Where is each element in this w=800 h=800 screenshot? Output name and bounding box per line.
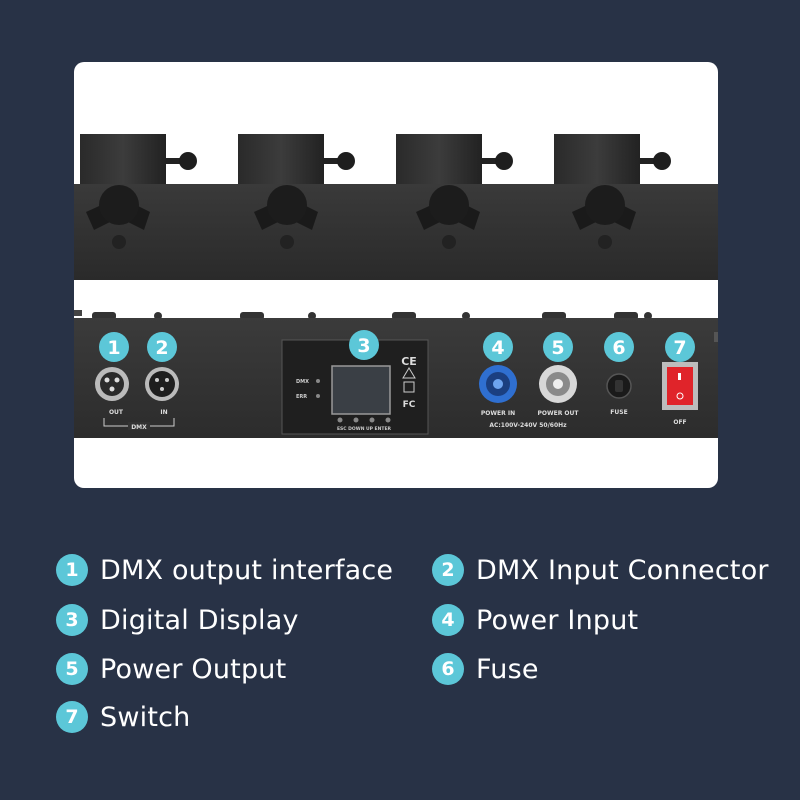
- tube-4: [554, 134, 671, 188]
- warning-icon: [402, 367, 416, 379]
- dmx-group-label: DMX: [131, 424, 147, 431]
- legend-badge-4: 4: [432, 604, 464, 636]
- err-led-label: ERR: [296, 394, 307, 400]
- dmx-led-label: DMX: [296, 379, 309, 385]
- fc-mark: FC: [403, 400, 416, 410]
- tube-2: [238, 134, 355, 188]
- off-label: OFF: [673, 419, 686, 426]
- badge-1-num: 1: [107, 337, 120, 359]
- legend-item-2: 2 DMX Input Connector: [432, 550, 769, 590]
- legend-badge-2: 2: [432, 554, 464, 586]
- tube-3: [396, 134, 513, 188]
- upper-unit: [74, 134, 718, 280]
- legend-badge-5: 5: [56, 653, 88, 685]
- powercon-out-icon: [539, 365, 577, 403]
- badge-3-num: 3: [357, 335, 370, 357]
- badge-2-num: 2: [155, 337, 168, 359]
- badge-6: [604, 332, 634, 362]
- power-out-label: POWER OUT: [538, 410, 580, 417]
- product-photo: 1 2 OUT IN DMX: [74, 62, 718, 488]
- legend-label-7: Switch: [100, 701, 191, 733]
- legend-label-3: Digital Display: [100, 604, 299, 636]
- legend-badge-6: 6: [432, 653, 464, 685]
- display-module: 3 DMX ERR ESC DOWN UP ENTER CE FC: [281, 330, 429, 435]
- out-label: OUT: [109, 409, 124, 416]
- legend-badge-7: 7: [56, 701, 88, 733]
- knob-2: [254, 185, 318, 249]
- badge-2: [147, 332, 177, 362]
- legend-label-5: Power Output: [100, 653, 287, 685]
- badge-1: [99, 332, 129, 362]
- badge-7: [665, 332, 695, 362]
- badge-4-num: 4: [491, 337, 504, 359]
- legend-item-3: 3 Digital Display: [56, 600, 299, 640]
- in-label: IN: [160, 409, 167, 416]
- lcd-screen: [331, 365, 391, 415]
- weee-icon: [403, 381, 415, 393]
- legend-label-1: DMX output interface: [100, 554, 394, 586]
- knob-3: [416, 185, 480, 249]
- legend-label-2: DMX Input Connector: [476, 554, 769, 586]
- legend-label-6: Fuse: [476, 653, 539, 685]
- powercon-icon: [479, 365, 517, 403]
- legend-item-5: 5 Power Output: [56, 649, 286, 689]
- legend-item-7: 7 Switch: [56, 697, 190, 737]
- legend-item-6: 6 Fuse: [432, 649, 539, 689]
- machine-illustration: 1 2 OUT IN DMX: [74, 134, 718, 438]
- legend-badge-1: 1: [56, 554, 88, 586]
- xlr-male-icon: [145, 367, 179, 401]
- badge-5: [543, 332, 573, 362]
- badge-7-num: 7: [673, 337, 686, 359]
- badge-5-num: 5: [551, 337, 564, 359]
- knob-4: [572, 185, 636, 249]
- ac-rating-label: AC:100V-240V 50/60Hz: [489, 422, 567, 429]
- legend-badge-3: 3: [56, 604, 88, 636]
- legend-item-4: 4 Power Input: [432, 600, 638, 640]
- badge-3: [349, 330, 379, 360]
- fuse-holder-icon: [606, 373, 632, 399]
- knob-1: [86, 185, 150, 249]
- legend-item-1: 1 DMX output interface: [56, 550, 393, 590]
- power-in-label: POWER IN: [481, 410, 515, 417]
- badge-4: [483, 332, 513, 362]
- badge-6-num: 6: [612, 337, 625, 359]
- button-labels: ESC DOWN UP ENTER: [337, 426, 392, 432]
- rear-panel: 1 2 OUT IN DMX: [74, 310, 718, 438]
- legend-label-4: Power Input: [476, 604, 639, 636]
- fuse-label: FUSE: [610, 409, 627, 416]
- ce-mark: CE: [401, 355, 417, 368]
- xlr-female-icon: [95, 367, 129, 401]
- tube-1: [80, 134, 197, 188]
- rocker-switch-icon: [662, 362, 698, 410]
